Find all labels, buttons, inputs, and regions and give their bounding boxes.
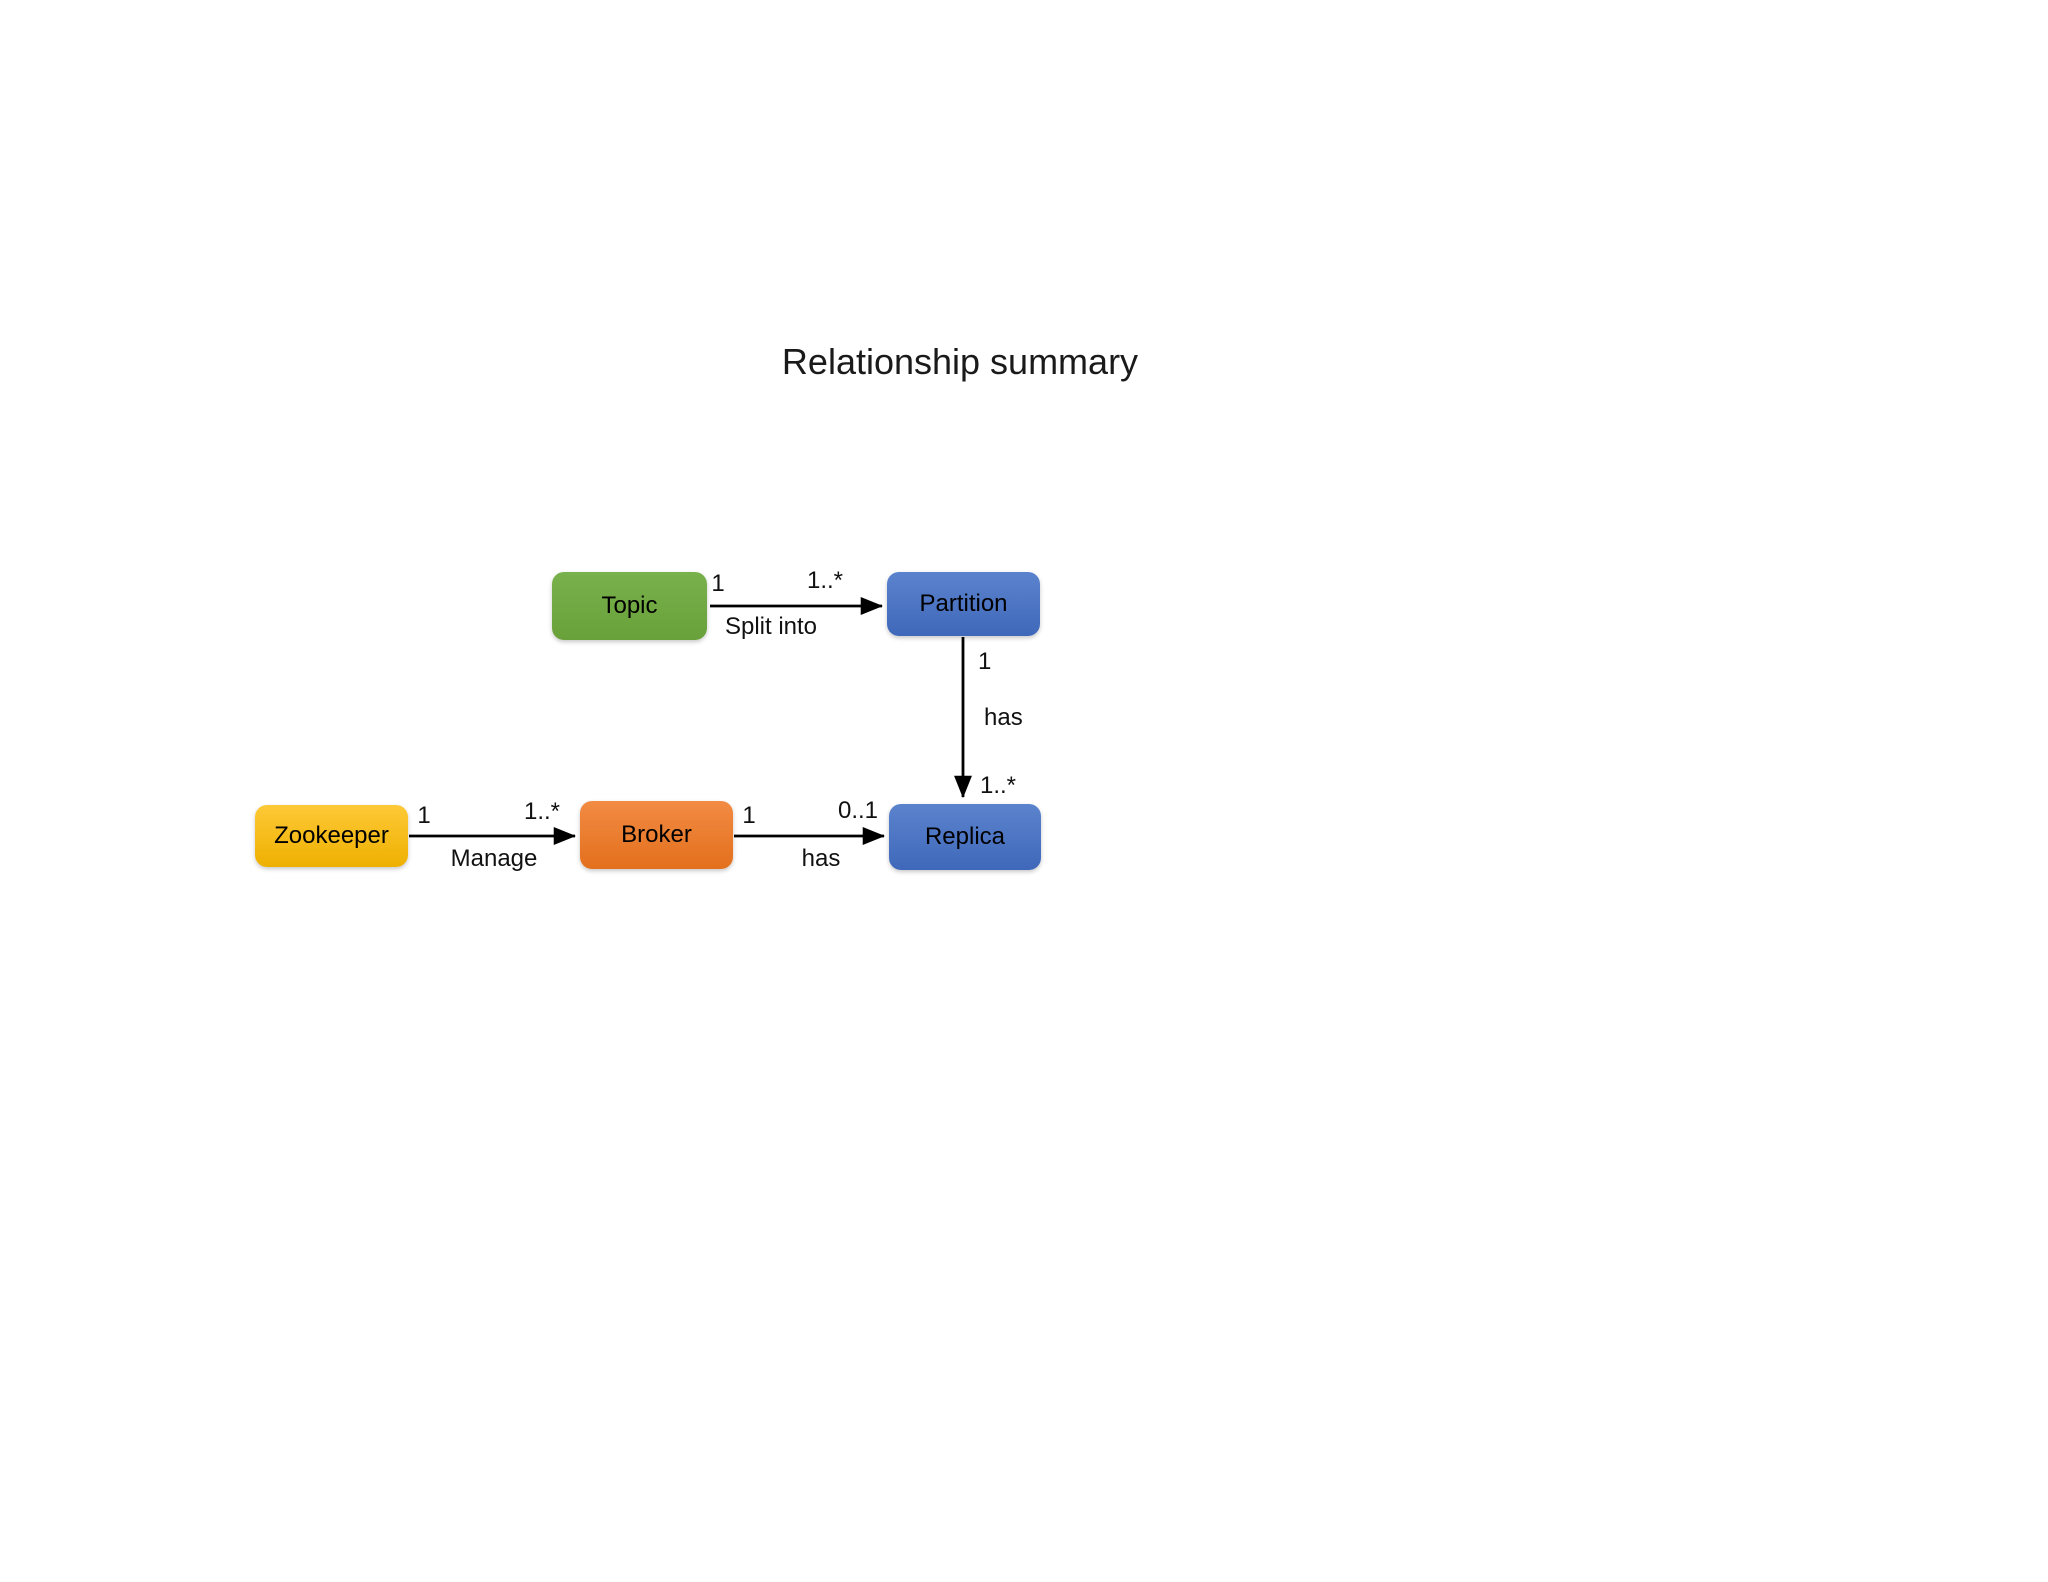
edge-zookeeper-broker-target-mult: 1..* — [523, 798, 561, 825]
node-partition-label: Partition — [919, 590, 1008, 617]
node-topic-label: Topic — [601, 592, 658, 619]
edge-zookeeper-broker-label: Manage — [450, 845, 538, 872]
node-zookeeper: Zookeeper — [255, 805, 408, 867]
edge-broker-replica-target-mult: 0..1 — [837, 797, 879, 824]
edge-partition-replica-source-mult: 1 — [978, 648, 992, 675]
edge-partition-replica-target-mult: 1..* — [980, 772, 1017, 799]
node-zookeeper-label: Zookeeper — [274, 822, 389, 849]
node-partition: Partition — [887, 572, 1040, 636]
node-broker: Broker — [580, 801, 733, 869]
node-broker-label: Broker — [621, 821, 692, 848]
diagram-title: Relationship summary — [781, 341, 1139, 382]
edge-broker-replica-label: has — [801, 845, 841, 872]
edge-topic-partition-label: Split into — [724, 613, 818, 640]
edge-partition-replica-label: has — [984, 704, 1023, 731]
node-replica: Replica — [889, 804, 1041, 870]
edge-broker-replica-source-mult: 1 — [742, 802, 756, 829]
node-replica-label: Replica — [924, 823, 1006, 850]
edge-zookeeper-broker-source-mult: 1 — [417, 802, 431, 829]
node-topic: Topic — [552, 572, 707, 640]
edge-topic-partition-target-mult: 1..* — [806, 567, 844, 594]
edge-topic-partition-source-mult: 1 — [711, 570, 725, 597]
